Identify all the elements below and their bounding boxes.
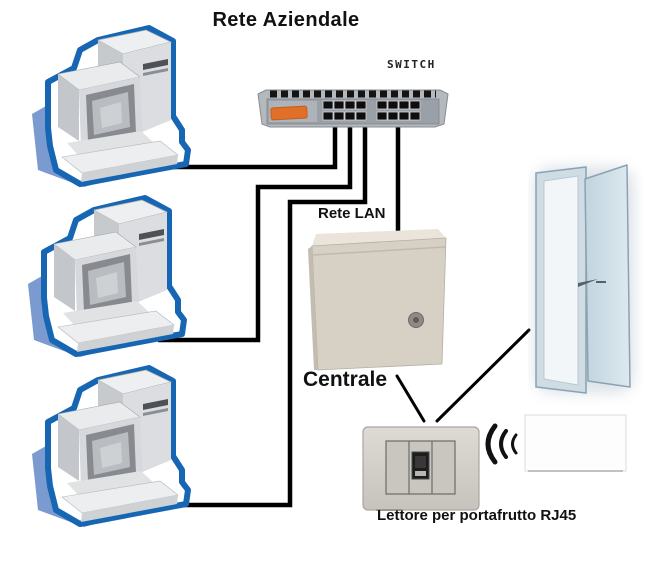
- centrale-label: Centrale: [303, 368, 388, 391]
- centrale-to-reader-line: [395, 374, 426, 423]
- badge-card: [524, 414, 627, 472]
- switch-orange-label: [270, 105, 308, 121]
- reader-label: Lettore per portafrutto RJ45: [377, 507, 577, 524]
- door-handle: [578, 279, 598, 287]
- workstation-3: [22, 364, 212, 529]
- centrale-cabinet: [308, 229, 447, 371]
- rj45-jack: [411, 451, 430, 480]
- badge-card-graphic: [485, 414, 627, 472]
- rj45-reader-plate: [362, 426, 480, 511]
- cable-pc3-switch: [161, 124, 368, 508]
- cable-pc1-switch: [158, 124, 338, 170]
- switch-label: SWITCH: [387, 58, 436, 71]
- diagram-title: Rete Aziendale: [212, 9, 360, 31]
- door-to-reader-line: [435, 328, 531, 423]
- switch-graphic: [257, 89, 449, 128]
- cable-pc2-switch: [158, 124, 353, 343]
- workstation-2: [18, 194, 208, 359]
- door-panel: [578, 164, 631, 388]
- switch-ports: [322, 100, 421, 121]
- door-graphic: [534, 164, 634, 394]
- lan-label: Rete LAN: [318, 205, 386, 222]
- rfid-waves-icon: [485, 423, 518, 465]
- workstation-1: [22, 24, 212, 189]
- door-frame: [535, 166, 587, 394]
